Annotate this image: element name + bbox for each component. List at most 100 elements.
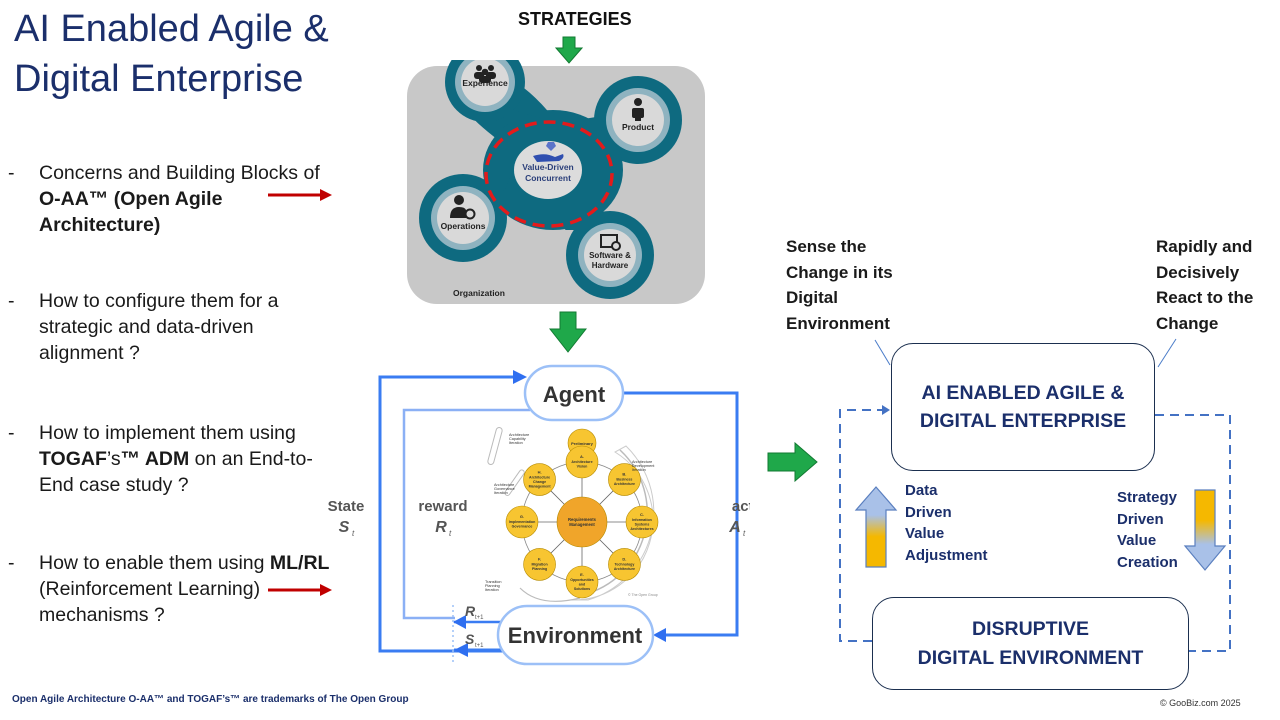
react-change-note: Rapidly and Decisively React to the Chan… bbox=[1156, 234, 1253, 336]
monitor-gear-icon bbox=[600, 234, 621, 251]
center-value-driven bbox=[514, 141, 582, 199]
bullet-plain-text: ’s bbox=[106, 448, 121, 470]
bullet-text: How to configure them for a strategic an… bbox=[39, 288, 339, 366]
environment-label: Environment bbox=[508, 623, 643, 648]
red-dashed-ring bbox=[484, 120, 614, 228]
agent-label: Agent bbox=[543, 382, 606, 407]
sense-change-note: Sense the Change in its Digital Environm… bbox=[786, 234, 893, 336]
iter-governance-1: Architecture bbox=[494, 483, 514, 487]
trademark-footer: Open Agile Architecture O-AA™ and TOGAF’… bbox=[12, 694, 409, 705]
bullet-bold-text: ML/RL bbox=[269, 552, 330, 574]
action-arrowhead bbox=[653, 628, 666, 642]
react-note-line: Change bbox=[1156, 313, 1219, 333]
data-driven-label: Data Driven Value Adjustment bbox=[905, 480, 988, 566]
down-driver-line: Creation bbox=[1117, 553, 1178, 571]
down-arrow-strategy-driven bbox=[1183, 489, 1227, 571]
bullet-plain-text: How to configure them for a strategic an… bbox=[39, 290, 279, 364]
down-driver-line: Strategy bbox=[1117, 489, 1178, 506]
adm-credit: © The Open Group bbox=[628, 593, 658, 597]
up-driver-line: Driven bbox=[905, 503, 952, 521]
adm-phase-node bbox=[523, 463, 556, 496]
iter-development-3: Iteration bbox=[632, 468, 646, 472]
up-driver-line: Adjustment bbox=[905, 546, 988, 564]
red-arrow-rl bbox=[268, 584, 332, 596]
lobe-experience bbox=[455, 60, 515, 112]
sense-note-line: Environment bbox=[786, 313, 890, 333]
environment-node bbox=[496, 604, 655, 666]
state-loop-line bbox=[378, 375, 520, 653]
sense-note-line: Change in its bbox=[786, 262, 893, 282]
people-group-icon bbox=[474, 65, 496, 83]
adm-phase-name: Vision bbox=[577, 465, 588, 469]
adm-phase-name: Planning bbox=[532, 567, 547, 571]
next-state-arrowhead bbox=[454, 643, 468, 657]
sense-note-line: Digital bbox=[786, 288, 838, 307]
user-gear-icon bbox=[450, 195, 476, 220]
adm-phase-letter: E. bbox=[580, 572, 584, 577]
down-driver-line: Driven bbox=[1117, 510, 1164, 528]
environment-box-line-2: DIGITAL ENVIRONMENT bbox=[917, 646, 1144, 669]
center-label-2: Concurrent bbox=[525, 173, 571, 183]
enterprise-box: AI ENABLED AGILE & DIGITAL ENTERPRISE bbox=[891, 343, 1155, 471]
bullet-plain-text: on an End-to-End case study ? bbox=[39, 448, 313, 496]
adm-phase-letter: B. bbox=[622, 472, 626, 477]
bullet-dash: - bbox=[8, 552, 15, 574]
strategies-label: STRATEGIES bbox=[518, 9, 632, 29]
adm-phase-name: Information bbox=[632, 518, 652, 522]
bullet-dash: - bbox=[8, 162, 15, 184]
adm-phase-name: Migration bbox=[531, 562, 547, 566]
adm-center-label: Requirements bbox=[568, 517, 597, 522]
state-sub: t bbox=[352, 529, 355, 538]
action-loop-line bbox=[622, 391, 739, 637]
state-symbol: S bbox=[339, 519, 350, 536]
bullet-bold-text: ™ ADM bbox=[120, 448, 190, 470]
sense-callout-line bbox=[874, 339, 891, 366]
lobe-software-hardware bbox=[578, 223, 642, 287]
adm-phase-letter: F. bbox=[538, 556, 541, 561]
adm-phase-node bbox=[608, 463, 641, 496]
bullet-plain-text: How to enable them using bbox=[39, 552, 270, 574]
adm-phase-name: Systems bbox=[635, 523, 650, 527]
adm-phase-node bbox=[505, 505, 539, 539]
page-title: AI Enabled Agile & Digital Enterprise bbox=[14, 4, 329, 104]
bullet-dash: - bbox=[8, 422, 15, 444]
up-driver-line: Data bbox=[905, 482, 938, 499]
state-label: State bbox=[328, 498, 365, 515]
adm-requirements-node bbox=[556, 496, 608, 548]
adm-phase-name: Architectures bbox=[630, 527, 653, 531]
copyright-notice: © GooBiz.com 2025 bbox=[1160, 698, 1241, 708]
environment-box: DISRUPTIVE DIGITAL ENVIRONMENT bbox=[872, 597, 1189, 690]
iter-capability-1: Architecture bbox=[509, 433, 529, 437]
react-callout-line bbox=[1157, 338, 1177, 368]
green-arrow-right bbox=[767, 442, 818, 482]
bullet-bold-text: TOGAF bbox=[39, 448, 107, 470]
red-arrow-oaa bbox=[268, 189, 332, 201]
adm-phase-name: Architecture bbox=[614, 482, 635, 486]
lobe-label-product: Product bbox=[622, 122, 654, 132]
down-driver-line: Value bbox=[1117, 532, 1157, 549]
feedback-dashed-line bbox=[839, 409, 882, 642]
next-reward-symbol: R bbox=[465, 603, 476, 619]
enterprise-box-line-1: AI ENABLED AGILE & bbox=[921, 382, 1125, 404]
action-label: action bbox=[732, 498, 750, 515]
state-arrowhead bbox=[513, 370, 527, 384]
action-sub: t bbox=[743, 529, 746, 538]
action-symbol: A bbox=[728, 519, 741, 536]
adm-phase-name: Business bbox=[616, 478, 632, 482]
iter-development-2: Development bbox=[632, 464, 655, 468]
reward-label: reward bbox=[418, 498, 467, 515]
lobe-label-experience: Experience bbox=[462, 78, 508, 88]
next-reward-sub: t+1 bbox=[475, 615, 484, 621]
rl-loop-diagram: Agent Environment State S t reward R t a… bbox=[328, 364, 750, 666]
adm-phase-node bbox=[565, 445, 599, 479]
center-label-1: Value-Driven bbox=[522, 162, 574, 172]
adm-phase-letter: G. bbox=[520, 514, 524, 519]
up-arrow-data-driven bbox=[854, 486, 898, 568]
green-arrow-down-rl bbox=[549, 311, 587, 353]
adm-phase-letter: A. bbox=[580, 454, 584, 459]
adm-phase-letter: D. bbox=[622, 556, 626, 561]
iter-governance-2: Governance bbox=[494, 487, 515, 491]
environment-box-line-1: DISRUPTIVE bbox=[971, 617, 1090, 640]
iter-transition-2: Planning bbox=[485, 584, 500, 588]
adm-phase-name: Solutions bbox=[574, 587, 590, 591]
